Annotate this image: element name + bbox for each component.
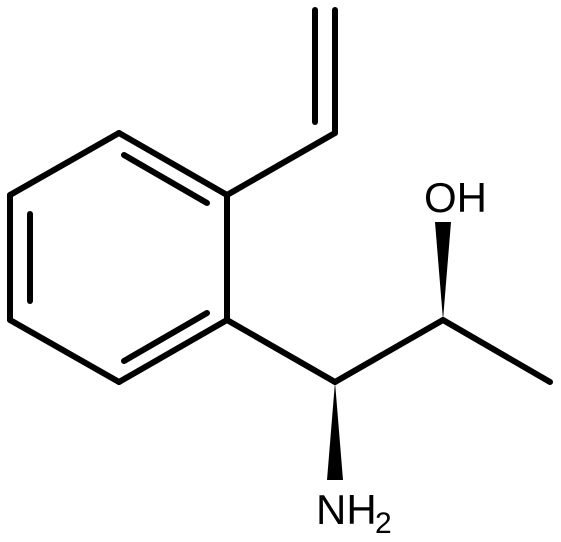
side-chain [224,222,553,480]
benzene-ring [7,130,230,385]
amine-label-main: NH [316,486,377,533]
ring-bond-3 [116,317,230,385]
ring-inner-bond-a [121,152,210,206]
hydroxyl-label: OH [424,174,487,221]
wedge-bond-to-amine [327,382,343,480]
ring-bond-1 [116,130,230,198]
ring-to-c1-bond [224,317,338,385]
wedge-bond-to-hydroxyl [435,222,451,320]
amine-label: NH 2 [316,486,392,540]
c2-to-methyl-bond [440,317,553,385]
ring-bond-6 [7,130,122,198]
ring-bond-4 [7,317,122,385]
vinyl-group [224,7,338,198]
amine-label-subscript: 2 [375,507,392,540]
vinyl-single-bond [224,130,338,198]
ring-inner-bond-b [121,310,210,364]
c1-to-c2-bond [332,317,446,385]
